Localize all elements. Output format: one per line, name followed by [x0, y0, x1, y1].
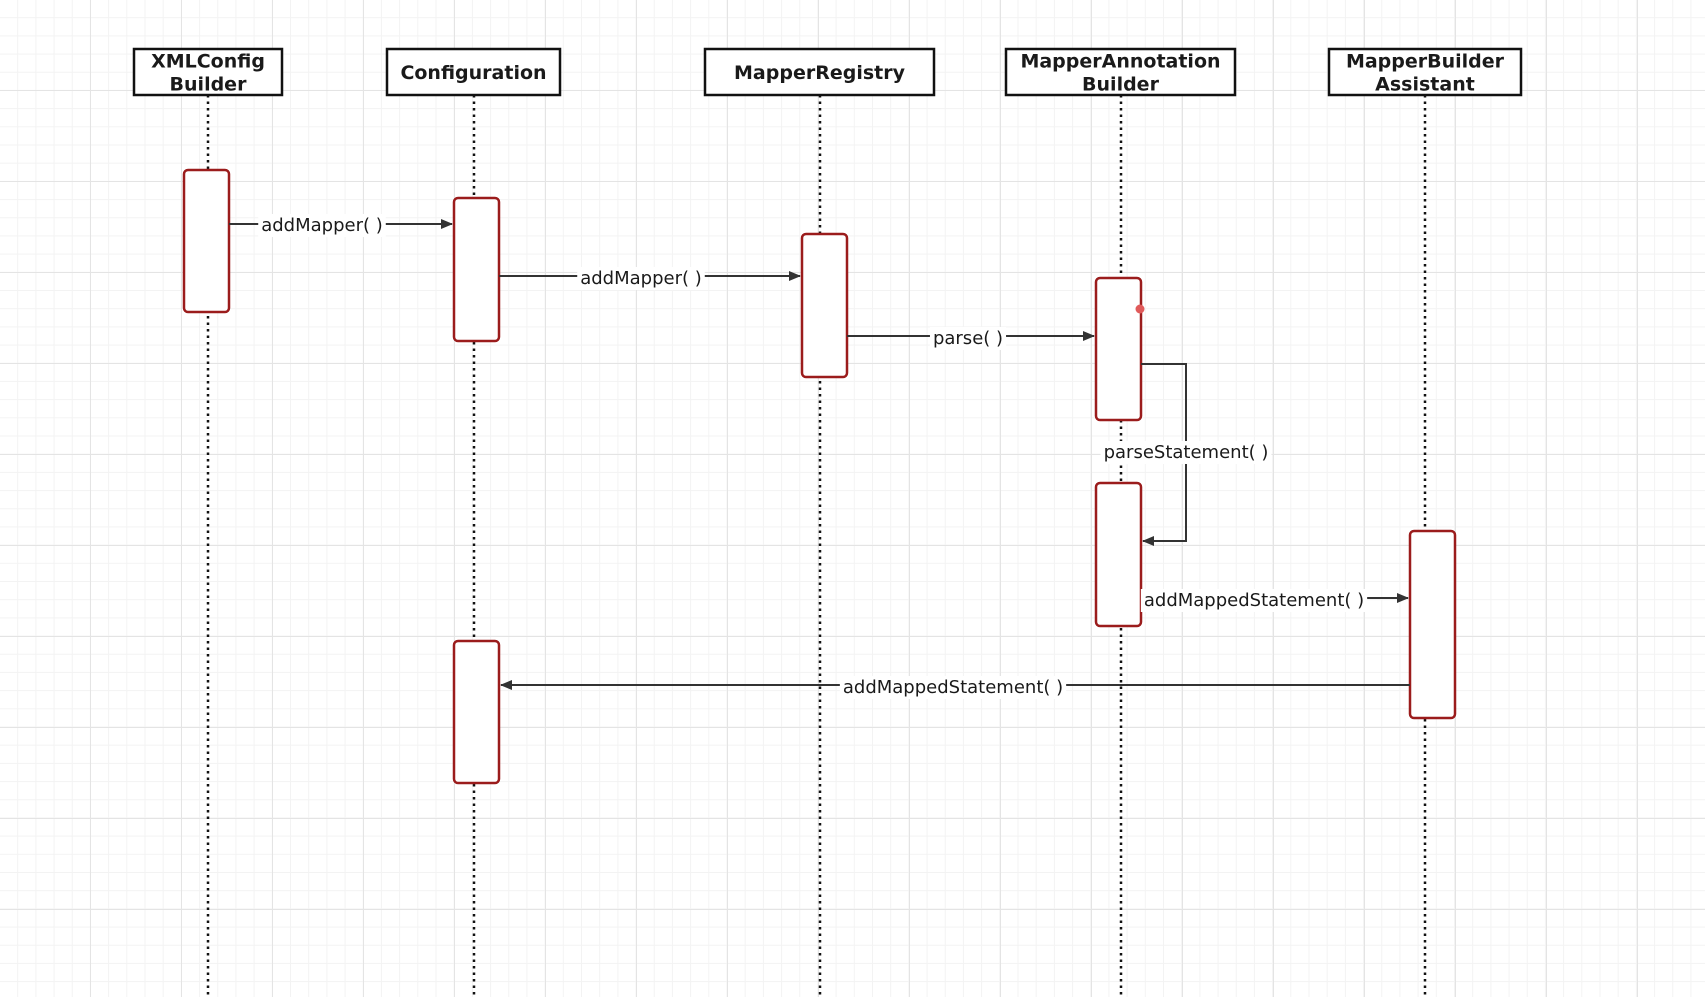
message-label: addMappedStatement( ): [1144, 590, 1364, 611]
participant-label: Builder: [170, 74, 248, 96]
message-5[interactable]: addMappedStatement( ): [1140, 589, 1409, 612]
message-label-bg: [839, 676, 1067, 699]
message-1[interactable]: addMapper( ): [229, 214, 453, 237]
participant-label: MapperBuilder: [1346, 51, 1505, 73]
participant-label: MapperAnnotation: [1020, 51, 1220, 73]
participant-box: [1004, 47, 1237, 97]
activation-bar-configuration[interactable]: [452, 196, 501, 343]
activation-bar-mapperannotation[interactable]: [1094, 481, 1143, 628]
activation-bar-configuration[interactable]: [452, 639, 501, 785]
activation-bar-xmlconfig[interactable]: [182, 168, 231, 314]
message-label: addMapper( ): [261, 215, 383, 236]
message-label: addMapper( ): [580, 268, 702, 289]
participant-configuration[interactable]: Configuration: [385, 47, 562, 97]
message-2[interactable]: addMapper( ): [499, 267, 801, 290]
message-label-bg: [1100, 441, 1272, 464]
activation-bar-mapperannotation[interactable]: [1094, 276, 1143, 422]
message-3[interactable]: parse( ): [847, 327, 1095, 350]
selection-handle-dot[interactable]: [1135, 304, 1145, 314]
message-4[interactable]: parseStatement( ): [1100, 363, 1272, 546]
participant-label: Builder: [1082, 74, 1160, 96]
message-label: addMappedStatement( ): [843, 677, 1063, 698]
activation-bar-mapperbuilder[interactable]: [1408, 529, 1457, 720]
participant-box: [385, 47, 562, 97]
activation-bar-mapperregistry[interactable]: [800, 232, 849, 379]
participant-label: Assistant: [1375, 74, 1475, 96]
participant-label: Configuration: [400, 62, 546, 84]
participant-mapperregistry[interactable]: MapperRegistry: [703, 47, 936, 97]
message-6[interactable]: addMappedStatement( ): [500, 676, 1410, 699]
message-label: parse( ): [933, 328, 1003, 349]
message-label-bg: [929, 327, 1007, 350]
message-label: parseStatement( ): [1104, 442, 1269, 463]
message-label-bg: [1140, 589, 1368, 612]
message-label-bg: [577, 267, 705, 290]
participant-label: XMLConfig: [151, 51, 265, 73]
participant-box: [1327, 47, 1523, 97]
participant-label: MapperRegistry: [734, 62, 906, 84]
participant-box: [703, 47, 936, 97]
participant-box: [132, 47, 284, 97]
message-label-bg: [258, 214, 386, 237]
